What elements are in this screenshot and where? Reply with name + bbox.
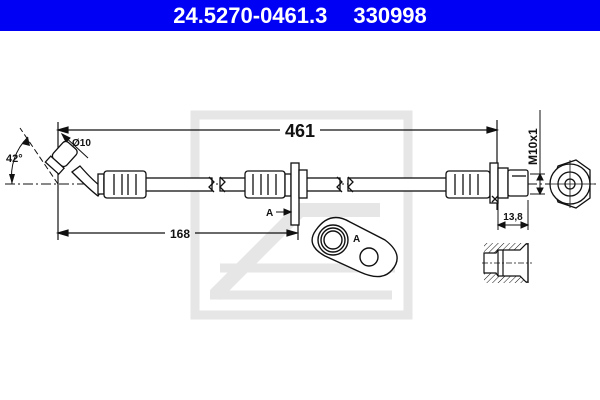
- detail-a-label: A: [353, 234, 360, 245]
- angle-label: 42°: [6, 153, 23, 165]
- male-thread-fitting: [489, 162, 529, 204]
- bracket-position-label: 168: [170, 227, 190, 241]
- angle-dimension: [9, 127, 59, 185]
- crimp-ferrule-right: [445, 170, 491, 199]
- part-number: 24.5270-0461.3: [173, 2, 328, 28]
- bracket-detail-view: [311, 216, 398, 278]
- reference-number: 330998: [353, 2, 427, 28]
- mounting-bracket: [284, 162, 308, 226]
- diameter-dimension: [60, 132, 89, 159]
- crimp-ferrule-middle: [244, 170, 286, 199]
- overall-length-label: 461: [285, 121, 315, 141]
- diameter-label: Ø10: [72, 138, 91, 149]
- title-bar: 24.5270-0461.3 330998: [0, 0, 600, 31]
- section-a-label: A: [266, 208, 273, 219]
- crimp-ferrule-left: [103, 170, 147, 199]
- thread-label: M10x1: [526, 128, 540, 165]
- fitting-length-label: 13,8: [503, 212, 523, 223]
- fitting-end-view: [546, 159, 594, 209]
- port-section-view: [482, 243, 532, 283]
- thread-dimension: [530, 110, 545, 196]
- section-marker-a: [276, 208, 293, 216]
- ate-watermark-logo: [190, 110, 413, 320]
- fitting-length-dimension: [496, 200, 530, 230]
- left-banjo-fitting: [44, 140, 105, 197]
